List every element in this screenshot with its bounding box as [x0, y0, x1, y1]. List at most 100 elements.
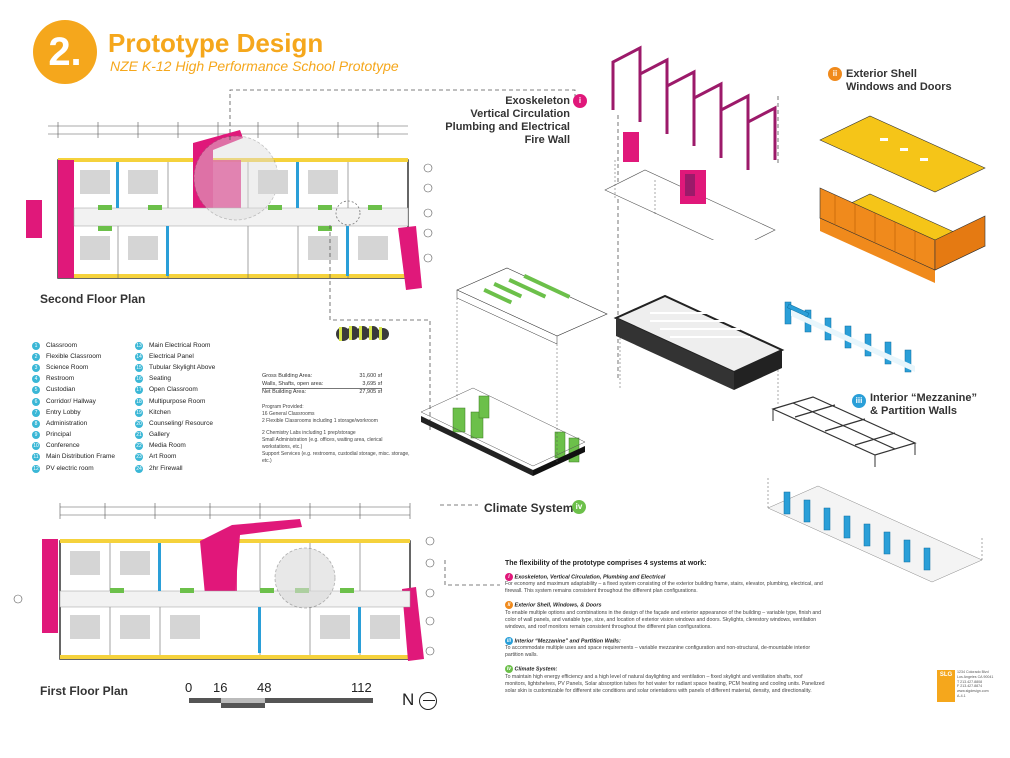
legend-number-badge: 5: [32, 386, 40, 395]
legend-label: Corridor/ Hallway: [46, 397, 96, 405]
legend-label: Restroom: [46, 375, 75, 383]
address-line: T 213.427.8808: [957, 679, 983, 684]
exoskeleton-axonometric: [604, 45, 777, 240]
desc-text-2: To enable multiple options and combinati…: [505, 609, 822, 630]
interior-partitions-axonometric-top: [784, 301, 915, 373]
legend-item: 7 Entry Lobby: [32, 407, 142, 418]
desc-badge-ii: ii: [505, 601, 513, 610]
legend-number-badge: 6: [32, 397, 40, 406]
system-ii-line-1: Exterior Shell: [846, 68, 917, 80]
first-floor-plan-drawing: [13, 503, 435, 661]
legend-label: Administration: [46, 419, 88, 427]
legend-label: Classroom: [46, 341, 78, 349]
legend-item: 11 Main Distribution Frame: [32, 452, 142, 463]
legend-label: Art Room: [149, 453, 177, 461]
legend-item: 14 Electrical Panel: [135, 351, 255, 362]
system-iv-badge: iv: [572, 500, 586, 514]
system-iii-badge: iii: [852, 394, 866, 408]
mezzanine-frame-axonometric: [771, 396, 917, 467]
desc-badge-iv: iv: [505, 665, 513, 674]
system-i-line-3: Plumbing and Electrical: [445, 121, 570, 133]
second-floor-plan-drawing: [26, 122, 433, 290]
legend-label: Kitchen: [149, 408, 171, 416]
program-line: 2 Chemistry Labs including 1 prep/storag…: [262, 430, 356, 436]
legend-item: 5 Custodian: [32, 385, 142, 396]
system-i-label: Exoskeleton Vertical Circulation Plumbin…: [440, 95, 570, 147]
legend-label: Entry Lobby: [46, 408, 81, 416]
page-title: Prototype Design: [108, 28, 324, 58]
legend-label: Seating: [149, 375, 172, 383]
legend-number-badge: 4: [32, 375, 40, 384]
legend-number-badge: 18: [135, 397, 143, 406]
scale-tick-112: 112: [351, 680, 372, 695]
legend-number-badge: 12: [32, 464, 40, 473]
program-line: 2 Flexible Classrooms including 1 storag…: [262, 418, 378, 424]
legend-number-badge: 2: [32, 352, 40, 361]
address-line: F 213.427.8874: [957, 684, 983, 689]
legend-label: Main Distribution Frame: [46, 453, 115, 461]
desc-badge-iii: iii: [505, 636, 513, 645]
system-ii-label: Exterior Shell Windows and Doors: [846, 68, 952, 94]
legend-number-badge: 1: [32, 341, 40, 350]
scale-tick-48: 48: [257, 680, 272, 695]
legend-label: Open Classroom: [149, 386, 198, 394]
desc-title-1: Exoskeleton, Vertical Circulation, Plumb…: [514, 574, 666, 581]
system-i-line-4: Fire Wall: [524, 134, 570, 146]
exterior-shell-axonometric: [819, 115, 986, 283]
address-line: www.slgdesign.com: [957, 689, 989, 694]
legend-label: Main Electrical Room: [149, 341, 211, 349]
legend-number-badge: 13: [135, 341, 143, 350]
system-i-line-2: Vertical Circulation: [470, 108, 570, 120]
legend-label: Tubular Skylight Above: [149, 363, 216, 371]
address-line: A-4.1: [957, 693, 966, 698]
legend-number-badge: 10: [32, 442, 40, 451]
legend-item: 1 Classroom: [32, 340, 142, 351]
legend-number-badge: 23: [135, 453, 143, 462]
system-iii-line-1: Interior “Mezzanine”: [870, 392, 977, 404]
climate-system-axonometric: [420, 267, 608, 476]
legend-item: 23 Art Room: [135, 452, 255, 463]
desc-text-4: To maintain high energy efficiency and a…: [505, 673, 825, 694]
legend-label: Counseling/ Resource: [149, 419, 213, 427]
address-line: Los Angeles CA 90041: [957, 674, 994, 679]
graphic-scale: 0 16 48 112: [185, 680, 385, 720]
desc-title-4: Climate System:: [514, 666, 558, 673]
desc-text-3: To accommodate multiple uses and space r…: [505, 645, 811, 659]
sheet-number-badge: 2.: [33, 20, 97, 84]
legend-item: 6 Corridor/ Hallway: [32, 396, 142, 407]
north-label: N: [402, 690, 415, 709]
legend-number-badge: 21: [135, 431, 143, 440]
interior-partitions-axonometric-bottom: [767, 478, 983, 583]
desc-badge-i: i: [505, 573, 513, 581]
systems-description-heading: The flexibility of the prototype compris…: [505, 560, 707, 567]
system-i-badge: i: [573, 94, 587, 108]
legend-label: Principal: [46, 431, 71, 439]
legend-label: Electrical Panel: [149, 352, 194, 360]
system-iii-label: Interior “Mezzanine” & Partition Walls: [870, 392, 977, 418]
legend-number-badge: 15: [135, 363, 143, 372]
program-line: Support Services (e.g. restrooms, custod…: [262, 451, 410, 464]
legend-label: Custodian: [46, 386, 76, 394]
system-ii-badge: ii: [828, 67, 842, 81]
firm-logo: SLG: [937, 670, 955, 702]
second-floor-plan-label: Second Floor Plan: [40, 292, 146, 306]
legend-number-badge: 11: [32, 453, 40, 462]
scale-tick-16: 16: [213, 680, 228, 695]
legend-item: 18 Multipurpose Room: [135, 396, 255, 407]
legend-number-badge: 14: [135, 352, 143, 361]
legend-label: Multipurpose Room: [149, 397, 206, 405]
first-floor-plan-label: First Floor Plan: [40, 684, 129, 698]
legend-number-badge: 7: [32, 408, 40, 417]
